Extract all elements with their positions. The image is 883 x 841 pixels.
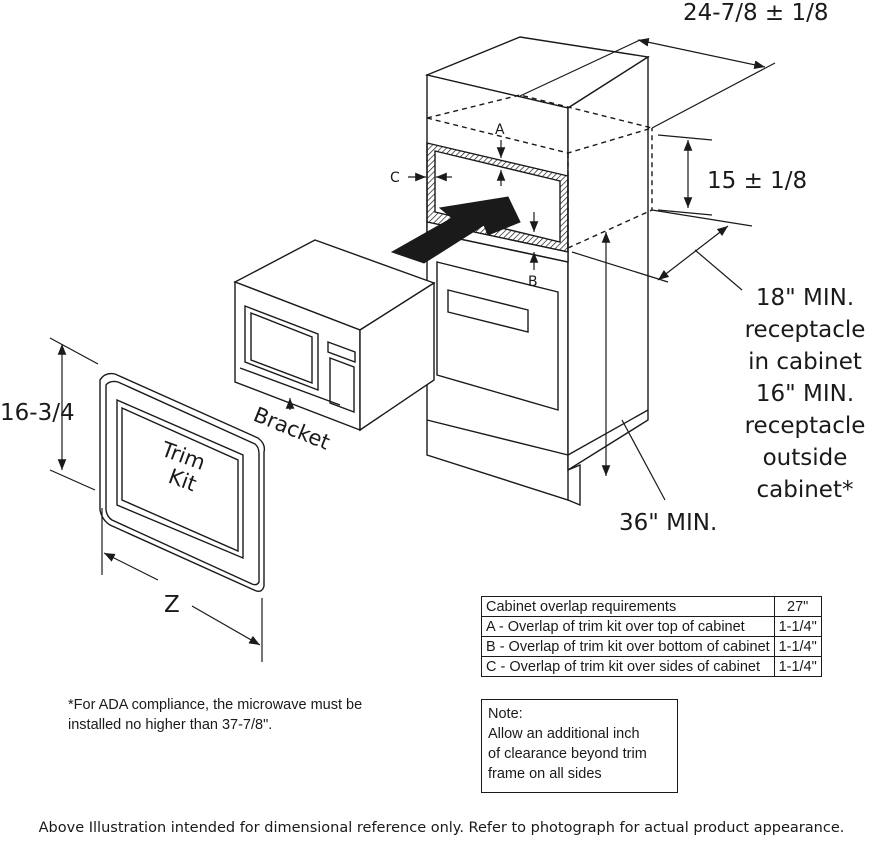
overlap-table-header: Cabinet overlap requirements 27" — [481, 596, 822, 617]
receptacle-line-6: outside — [763, 445, 848, 471]
cabinet — [424, 36, 653, 507]
depth-dimension: 24-7/8 ± 1/8 — [683, 0, 829, 26]
note-box: Note: Allow an additional inch of cleara… — [481, 699, 678, 793]
cutout-height-dimension: 15 ± 1/8 — [707, 168, 807, 194]
overlap-row-value: 1-1/4" — [773, 636, 822, 657]
receptacle-line-1: 18" MIN. — [756, 285, 854, 311]
overlap-markers — [408, 140, 539, 270]
table-row: A - Overlap of trim kit over top of cabi… — [481, 616, 822, 637]
receptacle-line-7: cabinet* — [757, 477, 854, 503]
overlap-a-label: A — [495, 122, 505, 138]
overlap-header-value: 27" — [773, 596, 822, 617]
receptacle-note: 18" MIN. receptacle in cabinet 16" MIN. … — [745, 285, 866, 503]
insert-arrow — [390, 196, 521, 264]
receptacle-line-5: receptacle — [745, 413, 866, 439]
ada-note: *For ADA compliance, the microwave must … — [68, 695, 428, 735]
ada-note-line: *For ADA compliance, the microwave must … — [68, 697, 363, 713]
overlap-table: Cabinet overlap requirements 27" A - Ove… — [481, 596, 822, 677]
trim-kit — [99, 372, 266, 593]
table-row: C - Overlap of trim kit over sides of ca… — [481, 656, 822, 677]
note-title: Note: — [488, 706, 523, 722]
trim-height-dimension: 16-3/4 — [0, 400, 75, 426]
table-row: B - Overlap of trim kit over bottom of c… — [481, 636, 822, 657]
overlap-b-label: B — [528, 274, 538, 290]
floor-height-dimension: 36" MIN. — [619, 510, 717, 536]
receptacle-line-4: 16" MIN. — [756, 381, 854, 407]
overlap-header-label: Cabinet overlap requirements — [481, 596, 775, 617]
overlap-row-label: B - Overlap of trim kit over bottom of c… — [481, 636, 775, 657]
trim-width-dimension: Z — [164, 592, 180, 618]
note-line: of clearance beyond trim — [488, 746, 647, 762]
overlap-c-label: C — [390, 170, 400, 186]
note-line: frame on all sides — [488, 766, 602, 782]
overlap-row-label: C - Overlap of trim kit over sides of ca… — [481, 656, 775, 677]
trim-dimension-lines — [49, 337, 263, 662]
receptacle-line-2: receptacle — [745, 317, 866, 343]
microwave — [233, 239, 436, 432]
receptacle-line-3: in cabinet — [748, 349, 862, 375]
footer-disclaimer: Above Illustration intended for dimensio… — [38, 820, 845, 836]
note-line: Allow an additional inch — [488, 726, 640, 742]
dimension-lines — [519, 38, 776, 501]
ada-note-line: installed no higher than 37-7/8". — [68, 717, 273, 733]
overlap-row-value: 1-1/4" — [773, 656, 822, 677]
overlap-row-value: 1-1/4" — [773, 616, 822, 637]
overlap-row-label: A - Overlap of trim kit over top of cabi… — [481, 616, 775, 637]
